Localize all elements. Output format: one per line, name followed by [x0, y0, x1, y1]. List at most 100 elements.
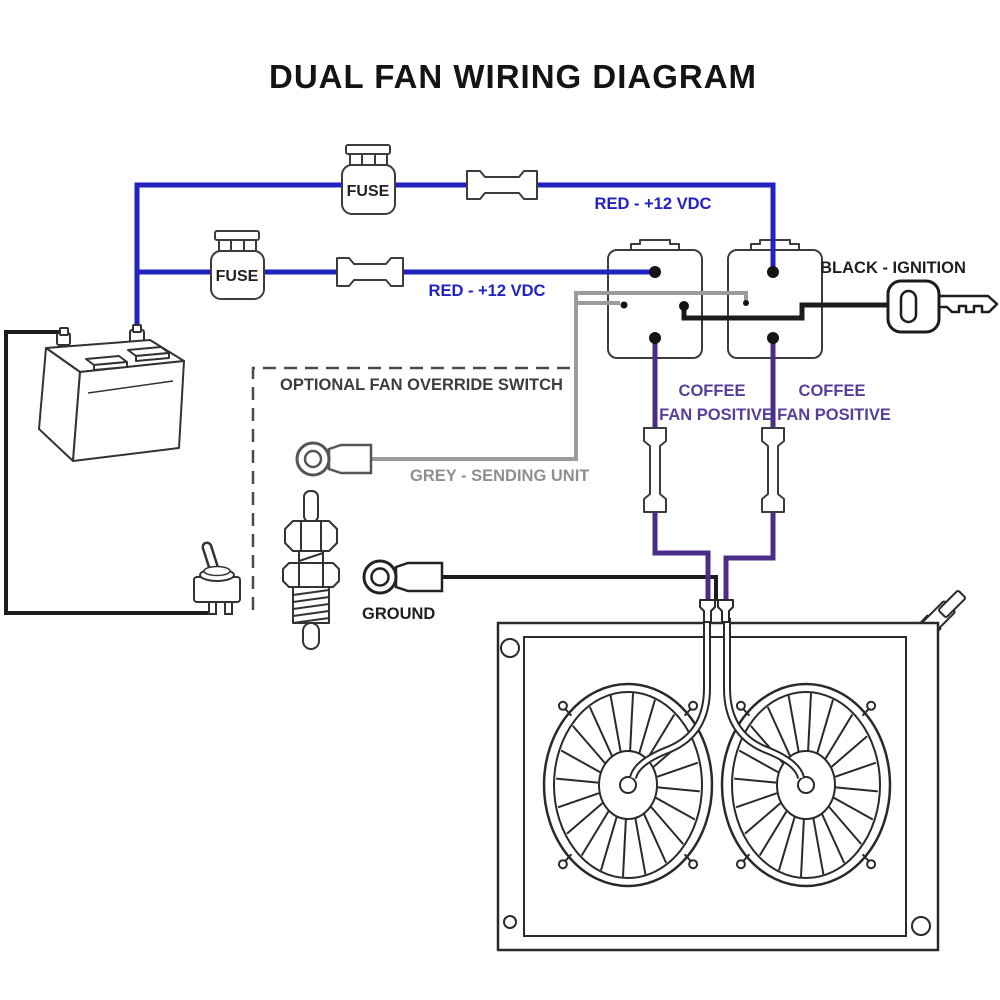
label-fan2-coffee: COFFEE	[799, 382, 866, 400]
relay-2-power-terminal	[767, 266, 779, 278]
relay-1-sender-terminal	[620, 301, 628, 309]
fan-blade	[744, 802, 782, 835]
label-sending-unit: GREY - SENDING UNIT	[410, 467, 589, 485]
fan-blade	[758, 810, 788, 857]
fuse-top-holder: FUSE	[341, 144, 396, 215]
battery-negative-terminal	[56, 327, 71, 346]
fan-blade	[634, 817, 647, 875]
fan-blade	[566, 802, 604, 835]
thermostat-sending-unit	[282, 490, 340, 650]
override-switch-dashed-box	[251, 366, 571, 610]
ground-ring-terminal	[362, 559, 444, 595]
fan-blade	[657, 786, 700, 793]
fan-blade	[828, 806, 862, 845]
ground-wire	[442, 575, 718, 601]
fan-blade	[833, 796, 874, 821]
relay-1-power-terminal	[649, 266, 661, 278]
fan-mount-bolt	[688, 859, 699, 870]
fan-blade	[820, 813, 846, 864]
fan-blade	[588, 706, 614, 757]
fan-blade	[642, 813, 668, 864]
fan-mount-bolt	[557, 859, 568, 870]
fan-right-hub-center	[797, 776, 815, 794]
fan-left-ring-inner	[553, 691, 703, 879]
label-fan1-coffee: COFFEE	[679, 382, 746, 400]
label-override-switch: OPTIONAL FAN OVERRIDE SWITCH	[280, 376, 563, 394]
fan-blade	[650, 806, 684, 845]
fan-blade	[560, 749, 601, 774]
radiator-bolt-bottom-right	[911, 916, 931, 936]
label-red-bottom: RED - +12 VDC	[429, 282, 546, 300]
fan-right	[720, 682, 892, 888]
key-head-slot	[899, 289, 918, 324]
fan-mount-bolt	[735, 859, 746, 870]
battery-front-line	[87, 380, 174, 394]
battery-vent-caps	[85, 346, 170, 371]
fan2-positive-wire	[723, 338, 776, 601]
label-ground: GROUND	[362, 605, 435, 623]
fan-positive-labels: COFFEE FAN POSITIVE COFFEE FAN POSITIVE	[659, 382, 891, 424]
fan-mount-bolt	[866, 700, 877, 711]
sending-unit-wire	[372, 291, 748, 461]
butt-connector-bottom	[336, 257, 404, 287]
battery	[38, 324, 185, 462]
red-wire-top	[134, 182, 776, 336]
fan-blade	[830, 735, 868, 768]
fuse-top-label: FUSE	[347, 183, 390, 200]
fan-mount-bolt	[688, 700, 699, 711]
fan-blade	[600, 816, 618, 871]
relay-2-sender-terminal	[743, 300, 749, 306]
fan1-harness-plug	[699, 599, 716, 623]
label-fan1-positive: FAN POSITIVE	[659, 406, 773, 424]
fan-blade	[738, 749, 779, 774]
fan-blade	[572, 725, 606, 764]
sending-unit-ring-terminal	[295, 441, 373, 477]
key-blade	[936, 294, 999, 314]
fan-blade	[629, 693, 634, 752]
relay-2-fan-terminal	[767, 332, 779, 344]
red-wire-labels: RED - +12 VDC RED - +12 VDC	[429, 195, 712, 300]
fan-blade	[580, 810, 610, 857]
fan-right-ring-outer	[720, 682, 892, 888]
fan-blade	[735, 792, 778, 809]
page-title: DUAL FAN WIRING DIAGRAM	[269, 58, 757, 95]
fan-left	[542, 682, 714, 888]
fan-blade	[800, 818, 805, 877]
fan-blade	[824, 713, 854, 760]
fan-blade	[812, 817, 825, 875]
fan-blade	[638, 699, 656, 754]
fan-blade	[816, 699, 834, 754]
fan-blade	[646, 713, 676, 760]
label-red-top: RED - +12 VDC	[595, 195, 712, 213]
fuse-bottom-label: FUSE	[216, 268, 259, 285]
label-fan2-positive: FAN POSITIVE	[777, 406, 891, 424]
black-wires	[4, 302, 889, 615]
fan-blade	[787, 695, 800, 753]
fan2-splice-connector	[761, 427, 785, 513]
fan-blade	[778, 816, 796, 871]
toggle-switch	[193, 541, 241, 615]
fan-blade	[834, 761, 877, 778]
fan-blade	[766, 706, 792, 757]
fan-blade	[556, 777, 599, 784]
fan-right-ring-inner	[731, 691, 881, 879]
fan-mount-bolt	[866, 859, 877, 870]
fan-blade	[557, 792, 600, 809]
relay-1-fan-terminal	[649, 332, 661, 344]
fan-blade	[609, 695, 622, 753]
battery-front-face	[72, 360, 185, 462]
relay-terminals	[620, 266, 779, 344]
fan-blade	[656, 761, 699, 778]
ignition-key-icon	[886, 279, 999, 334]
fan-blade	[734, 777, 777, 784]
fan-mount-bolt	[557, 700, 568, 711]
butt-connector-top	[466, 170, 538, 200]
fan-blade	[835, 786, 878, 793]
fan1-splice-connector	[643, 427, 667, 513]
fan-positive-wires	[652, 338, 776, 601]
fan-left-hub-center	[619, 776, 637, 794]
radiator-core	[523, 636, 907, 937]
fan1-positive-wire	[652, 338, 711, 601]
